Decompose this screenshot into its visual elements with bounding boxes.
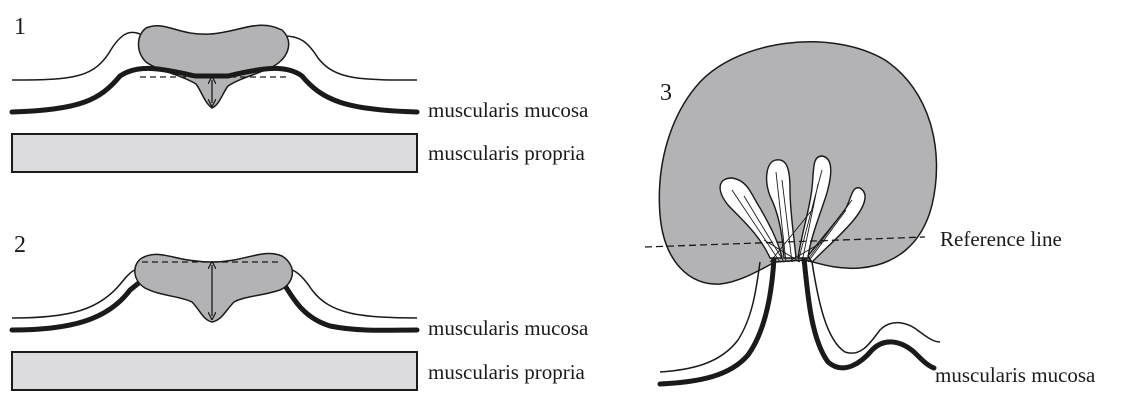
panel-1: 1 muscularis mucosa muscularis propria (12, 14, 589, 172)
panel-2-mucosa-surface-right (292, 270, 417, 318)
panel-3-polyp-head (659, 42, 936, 284)
panel-1-number: 1 (14, 14, 26, 40)
panel-3-muscularis-mucosa-label: muscularis mucosa (935, 363, 1096, 387)
panel-2-muscularis-mucosa-line (12, 282, 140, 330)
panel-3: 3 Reference line muscularis mucosa (645, 42, 1096, 387)
panel-2-muscularis-mucosa-label: muscularis mucosa (428, 316, 589, 340)
panel-3-stalk-mucosa-right (812, 262, 940, 353)
panel-2: 2 muscularis mucosa muscularis propria (12, 232, 589, 390)
panel-1-mucosa-surface-right (284, 36, 417, 80)
panel-2-mucosa-surface (12, 270, 140, 319)
panel-3-stalk-muscularis-mucosa-right (804, 258, 934, 368)
panel-3-reference-line-label: Reference line (940, 227, 1062, 251)
panel-2-muscularis-propria-band (12, 352, 417, 390)
panel-1-muscularis-mucosa-label: muscularis mucosa (428, 98, 589, 122)
panel-1-muscularis-propria-band (12, 134, 417, 172)
panel-3-number: 3 (660, 80, 672, 106)
panel-2-lesion (135, 254, 293, 322)
panel-1-muscularis-propria-label: muscularis propria (428, 141, 586, 165)
panel-2-muscularis-propria-label: muscularis propria (428, 360, 586, 384)
panel-2-number: 2 (14, 232, 26, 258)
panel-2-muscularis-mucosa-line-right (284, 284, 417, 330)
